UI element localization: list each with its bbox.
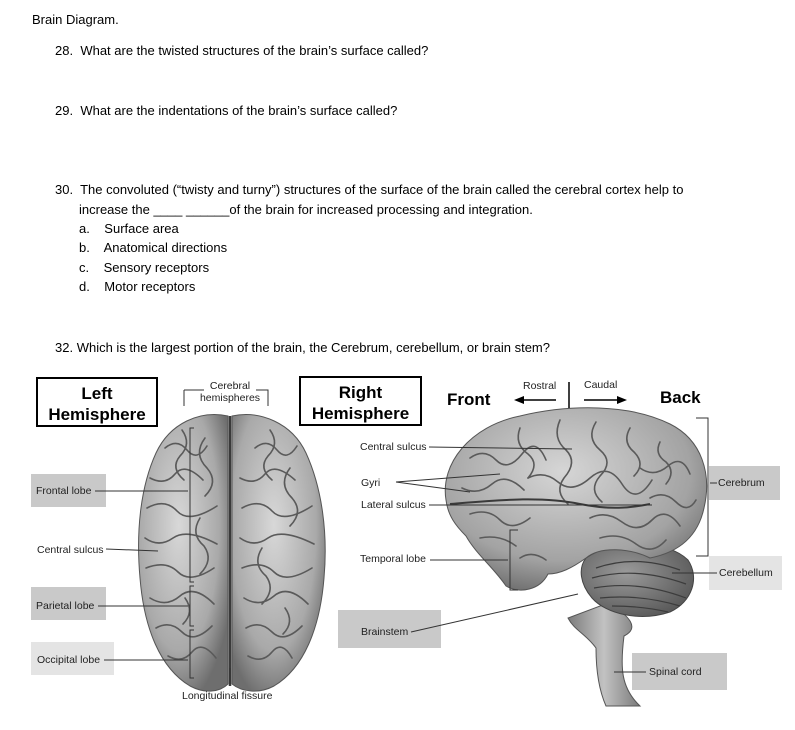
question-number: 28. [55,43,74,58]
option-b[interactable]: b. Anatomical directions [79,240,227,255]
parietal-lobe-box [31,587,106,620]
question-30-line2: increase the ____ ______of the brain for… [79,202,533,217]
option-letter: b. [79,240,90,255]
option-letter: c. [79,260,90,275]
right-hemisphere-title: Right Hemisphere [299,376,422,426]
question-30: 30. The convoluted (“twisty and turny”) … [55,182,683,197]
option-text: Surface area [104,221,179,236]
question-text: of the brain for increased processing an… [229,202,533,217]
question-text: increase the [79,202,154,217]
central-sulcus-left-label: Central sulcus [37,544,104,556]
rostral-label: Rostral [523,380,557,392]
option-letter: a. [79,221,90,236]
question-28: 28. What are the twisted structures of t… [55,43,428,58]
cerebral-hemispheres-label: Cerebral hemispheres [199,380,261,404]
option-text: Sensory receptors [103,260,210,275]
question-number: 32. [55,340,74,355]
gyri-label: Gyri [361,477,381,489]
spinal-cord-box [632,653,727,690]
option-text: Motor receptors [104,279,196,294]
caudal-label: Caudal [584,379,618,391]
front-label: Front [447,390,491,409]
gyri-pattern-top [144,429,315,660]
frontal-lobe-box [31,474,106,507]
side-view-brain [444,407,708,707]
left-leader-lines [95,427,231,684]
direction-arrows [514,382,627,408]
question-text: The convoluted (“twisty and turny”) stru… [80,182,684,197]
lateral-sulcus-label: Lateral sulcus [361,499,426,511]
central-sulcus-right-label: Central sulcus [360,441,427,453]
option-letter: d. [79,279,90,294]
frontal-lobe-label: Frontal lobe [36,485,92,497]
cerebrum-box [709,466,780,500]
option-a[interactable]: a. Surface area [79,221,179,236]
answer-blank[interactable]: ____ ______ [153,202,230,217]
brain-illustration [95,382,717,707]
question-29: 29. What are the indentations of the bra… [55,103,397,118]
temporal-lobe-label: Temporal lobe [360,553,426,565]
doc-title: Brain Diagram. [32,12,119,27]
cerebellum-label: Cerebellum [719,567,773,579]
occipital-lobe-box [31,642,114,675]
left-hemisphere-title: Left Hemisphere [36,377,158,427]
question-number: 29. [55,103,74,118]
brainstem-label: Brainstem [361,626,409,638]
top-view-brain [138,414,326,692]
cerebellum-folia [591,560,687,613]
question-text: What are the twisted structures of the b… [80,43,429,58]
question-text: What are the indentations of the brain’s… [80,103,398,118]
cerebellum-box [709,556,782,590]
question-number: 30. [55,182,74,197]
parietal-lobe-label: Parietal lobe [36,600,95,612]
question-32: 32. Which is the largest portion of the … [55,340,550,355]
cerebrum-label: Cerebrum [718,477,765,489]
option-d[interactable]: d. Motor receptors [79,279,195,294]
question-text: Which is the largest portion of the brai… [76,340,550,355]
back-label: Back [660,388,701,407]
brain-figure: Left Hemisphere Right Hemisphere Cerebra… [0,368,795,730]
option-c[interactable]: c. Sensory receptors [79,260,209,275]
right-leader-lines [395,417,717,673]
longitudinal-fissure-label: Longitudinal fissure [182,690,273,702]
occipital-lobe-label: Occipital lobe [37,654,101,666]
spinal-cord-label: Spinal cord [649,666,702,678]
option-text: Anatomical directions [103,240,228,255]
gyri-pattern-side [461,419,697,561]
